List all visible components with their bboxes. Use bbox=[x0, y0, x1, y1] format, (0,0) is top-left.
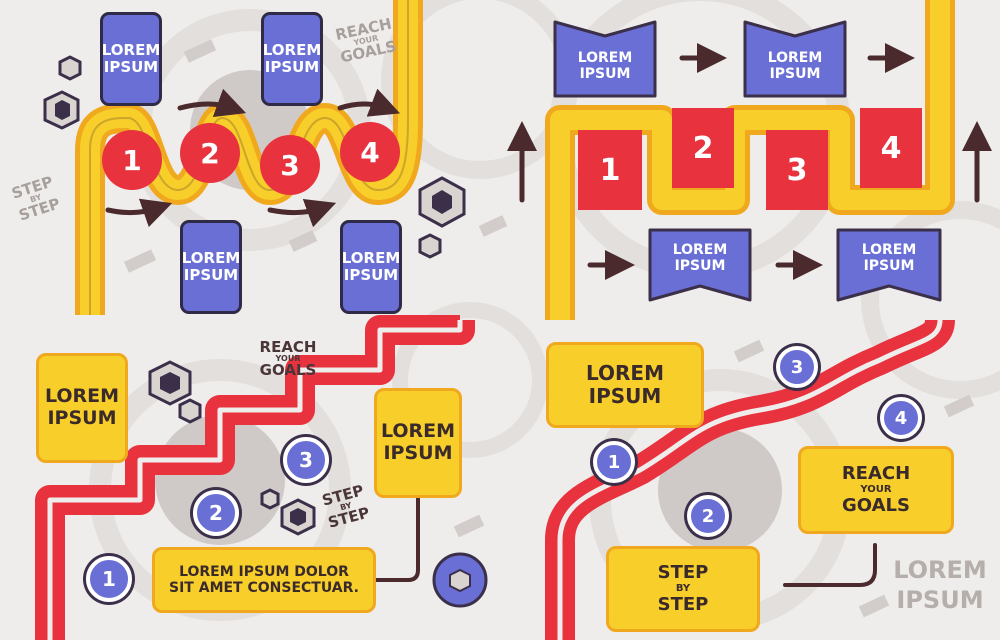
br-step-line2: BY bbox=[675, 583, 691, 595]
tr-step-number-1: 1 bbox=[599, 152, 621, 188]
tr-arrows bbox=[507, 43, 992, 280]
tl-card-top-2: LOREM IPSUM bbox=[261, 12, 323, 106]
tr-bow-top-1 bbox=[553, 20, 657, 98]
tl-card-bottom-2-text: LOREM IPSUM bbox=[341, 248, 401, 284]
tl-card-bottom-1-text: LOREM IPSUM bbox=[181, 248, 241, 284]
bl-road bbox=[35, 315, 475, 640]
tr-bow-top-1-text: LOREM IPSUM bbox=[577, 49, 633, 82]
tl-arrow-1 bbox=[177, 88, 247, 117]
tr-step-block-3 bbox=[766, 130, 828, 210]
tl-step-number-4: 4 bbox=[360, 135, 380, 169]
br-reach-card: REACH YOUR GOALS bbox=[798, 446, 954, 534]
tr-step-blocks bbox=[578, 108, 922, 210]
tl-card-top-1: LOREM IPSUM bbox=[100, 12, 162, 106]
tl-step-number-1: 1 bbox=[122, 143, 142, 177]
tl-step-circles bbox=[102, 122, 400, 195]
tr-step-number-4: 4 bbox=[880, 130, 902, 166]
tl-arrow-4 bbox=[267, 199, 337, 228]
bl-banner: LOREM IPSUM DOLOR SIT AMET CONSECTUAR. bbox=[152, 547, 376, 613]
br-watermark: LOREM IPSUM bbox=[890, 558, 990, 612]
bl-reach-line2: YOUR bbox=[275, 354, 301, 363]
bl-banner-line1: LOREM IPSUM DOLOR bbox=[179, 563, 349, 580]
br-card-top-text: LOREM IPSUM bbox=[586, 361, 664, 408]
br-step-circle-1: 1 bbox=[593, 441, 635, 483]
br-reach-line1: REACH bbox=[841, 462, 911, 484]
tr-bow-bottom-2-label: LOREM IPSUM bbox=[843, 232, 935, 284]
br-reach-line3: GOALS bbox=[842, 494, 910, 516]
tr-bow-bottom-1 bbox=[648, 228, 752, 302]
tl-arrow-3 bbox=[105, 198, 173, 228]
br-watermark-line2: IPSUM bbox=[896, 586, 984, 614]
tr-bow-top-2-label: LOREM IPSUM bbox=[750, 38, 840, 94]
tl-card-top-1-text: LOREM IPSUM bbox=[101, 40, 161, 76]
bl-card-left: LOREM IPSUM bbox=[36, 353, 128, 463]
br-step-circle-4: 4 bbox=[880, 397, 922, 439]
bl-connector bbox=[373, 493, 420, 582]
br-step-circle-3: 3 bbox=[776, 346, 818, 388]
br-road bbox=[545, 318, 955, 640]
br-card-top: LOREM IPSUM bbox=[546, 342, 704, 428]
tl-arrows bbox=[105, 88, 401, 228]
background-dashes bbox=[123, 39, 975, 618]
tr-step-number-2: 2 bbox=[692, 130, 714, 166]
tr-step-number-3: 3 bbox=[786, 152, 808, 188]
tr-bow-top-2-text: LOREM IPSUM bbox=[767, 49, 823, 82]
br-step-line3: STEP bbox=[657, 593, 709, 615]
tl-card-top-2-text: LOREM IPSUM bbox=[262, 40, 322, 76]
bl-card-left-text: LOREM IPSUM bbox=[44, 385, 120, 429]
bl-banner-line2: SIT AMET CONSECTUAR. bbox=[169, 580, 359, 596]
tl-step-number-2: 2 bbox=[200, 136, 220, 170]
br-step-circle-2: 2 bbox=[687, 495, 729, 537]
tr-bow-top-1-label: LOREM IPSUM bbox=[560, 38, 650, 94]
tr-bow-bottom-2 bbox=[836, 228, 942, 302]
tl-arrow-2 bbox=[337, 88, 401, 117]
tl-step-number-3: 3 bbox=[280, 148, 300, 182]
tr-bow-bottom-2-text: LOREM IPSUM bbox=[861, 241, 917, 274]
bl-hex-nuts bbox=[148, 360, 488, 608]
br-reach-line2: YOUR bbox=[860, 484, 892, 496]
bl-card-right: LOREM IPSUM bbox=[374, 388, 462, 498]
bl-reach-line1: REACH bbox=[259, 338, 317, 356]
bl-reach-line3: GOALS bbox=[259, 361, 317, 379]
tr-bows bbox=[553, 20, 942, 302]
tr-road bbox=[545, 0, 955, 320]
br-step-line1: STEP bbox=[657, 561, 709, 583]
tl-card-bottom-1: LOREM IPSUM bbox=[180, 220, 242, 314]
tl-hex-nuts bbox=[43, 55, 466, 259]
tr-bow-bottom-1-label: LOREM IPSUM bbox=[655, 232, 745, 284]
bl-step-circle-2: 2 bbox=[193, 490, 239, 536]
tl-step-circle-4 bbox=[340, 122, 400, 182]
tr-bow-bottom-1-text: LOREM IPSUM bbox=[672, 241, 728, 274]
bl-step-circle-1: 1 bbox=[86, 556, 132, 602]
bl-step-circle-3: 3 bbox=[283, 437, 329, 483]
br-watermark-line1: LOREM bbox=[893, 556, 987, 584]
br-step-card: STEP BY STEP bbox=[606, 546, 760, 632]
tl-step-circle-1 bbox=[102, 130, 162, 190]
bl-card-right-text: LOREM IPSUM bbox=[380, 420, 456, 464]
tl-step-circle-3 bbox=[260, 135, 320, 195]
bl-reach-goals: REACH YOUR GOALS bbox=[258, 340, 318, 378]
tr-bow-top-2 bbox=[743, 20, 847, 98]
br-connector bbox=[783, 543, 877, 587]
tr-step-block-2 bbox=[672, 108, 734, 188]
tr-step-block-1 bbox=[578, 130, 642, 210]
tl-road bbox=[75, 0, 423, 315]
tl-card-bottom-2: LOREM IPSUM bbox=[340, 220, 402, 314]
tl-step-circle-2 bbox=[180, 123, 240, 183]
tr-step-block-4 bbox=[860, 108, 922, 188]
